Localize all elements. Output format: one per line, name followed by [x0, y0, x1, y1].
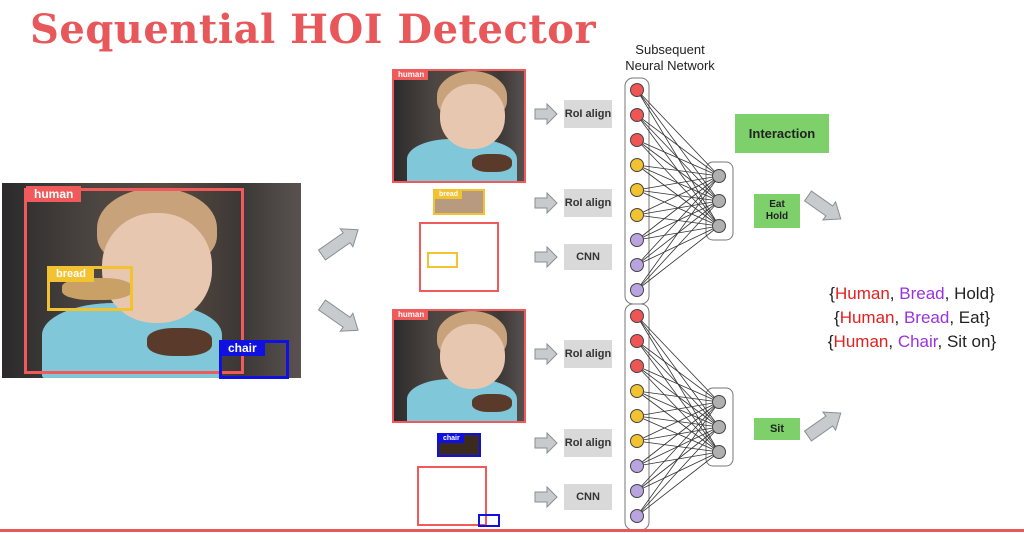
top-spatial-object	[427, 252, 458, 268]
bottom-network-edge	[636, 401, 720, 517]
arrow-bottom-output	[803, 411, 842, 442]
bottom-network-input-node	[630, 484, 644, 498]
top-spatial-map	[419, 222, 499, 292]
arrow-cnn-2	[534, 485, 558, 509]
input-image	[2, 183, 301, 378]
arrow-roi-1	[534, 102, 558, 126]
top-network-output-node	[712, 169, 726, 183]
chair-tag: chair	[220, 340, 265, 356]
arrow-roi-4	[534, 431, 558, 455]
human-tag: human	[26, 186, 82, 202]
bottom-network-input-node	[630, 384, 644, 398]
bottom-cnn: CNN	[564, 484, 612, 510]
result-item: {Human, Bread, Hold}	[829, 284, 995, 303]
bottom-roi-align-2: RoI align	[564, 429, 612, 457]
bottom-spatial-object	[478, 514, 500, 527]
top-network-output-node	[712, 194, 726, 208]
top-human-crop-tag: human	[394, 70, 429, 80]
top-network-input-node	[630, 283, 644, 297]
human-bounding-box	[24, 188, 244, 374]
bottom-network-edge	[636, 451, 720, 517]
bottom-network-edge	[636, 401, 720, 492]
bottom-network-input-node	[630, 509, 644, 523]
bottom-chair-crop-tag: chair	[439, 434, 464, 443]
bottom-human-crop-frame	[392, 309, 526, 423]
bottom-rule	[0, 529, 1024, 532]
top-network-input-node	[630, 183, 644, 197]
top-network-input-node	[630, 108, 644, 122]
top-bread-crop-tag: bread	[435, 190, 463, 199]
top-network-edge	[636, 164, 720, 177]
results-list: {Human, Bread, Hold} {Human, Bread, Eat}…	[800, 282, 1024, 354]
bottom-human-crop	[392, 309, 526, 423]
page-title: Sequential HOI Detector	[30, 6, 597, 53]
bottom-network-input-node	[630, 459, 644, 473]
top-roi-align-1: RoI align	[564, 100, 612, 128]
top-network-edge	[636, 175, 720, 266]
bottom-network-input-node	[630, 309, 644, 323]
bottom-roi-align-1: RoI align	[564, 340, 612, 368]
bottom-network-edge	[636, 426, 720, 517]
bottom-network-input-node	[630, 334, 644, 348]
bottom-network-edge	[636, 401, 720, 417]
bottom-network-input-node	[630, 409, 644, 423]
bottom-network-output-node	[712, 420, 726, 434]
bread-tag: bread	[48, 266, 94, 282]
arrow-top-output	[803, 190, 842, 221]
top-network-output-layer	[705, 161, 734, 241]
arrow-roi-3	[534, 342, 558, 366]
top-network-output-node	[712, 219, 726, 233]
network-label: Subsequent Neural Network	[625, 42, 715, 73]
arrow-to-bottom-branch	[317, 299, 359, 332]
bottom-network-edge	[636, 340, 720, 403]
top-network-input-node	[630, 258, 644, 272]
top-human-crop-frame	[392, 69, 526, 183]
result-item: {Human, Bread, Eat}	[834, 308, 990, 327]
interaction-box: Interaction	[735, 114, 829, 153]
top-network-edge	[636, 175, 720, 216]
bottom-network-edge	[636, 390, 720, 403]
top-roi-align-2: RoI align	[564, 189, 612, 217]
bottom-network-edge	[636, 365, 720, 403]
bottom-network-output-node	[712, 445, 726, 459]
bottom-network-output-node	[712, 395, 726, 409]
bottom-network-input-node	[630, 359, 644, 373]
bottom-network-edge	[636, 401, 720, 467]
top-human-crop	[392, 69, 526, 183]
bottom-network-output-layer	[705, 387, 734, 467]
bottom-network-input-node	[630, 434, 644, 448]
top-cnn: CNN	[564, 244, 612, 270]
top-network-edge	[636, 225, 720, 291]
top-network-edge	[636, 89, 720, 177]
bottom-network-edge	[636, 401, 720, 442]
bottom-spatial-map	[417, 466, 487, 526]
top-network-input-node	[630, 133, 644, 147]
bottom-output-box: Sit	[754, 418, 800, 440]
arrow-cnn-1	[534, 245, 558, 269]
top-network-edge	[636, 200, 720, 291]
top-network-edge	[636, 114, 720, 177]
top-output-box: Eat Hold	[754, 194, 800, 228]
top-network-edge	[636, 139, 720, 177]
top-network-input-node	[630, 158, 644, 172]
top-network-edge	[636, 175, 720, 291]
result-item: {Human, Chair, Sit on}	[827, 332, 997, 351]
arrow-to-top-branch	[317, 228, 359, 261]
top-network-edge	[636, 175, 720, 241]
top-network-input-node	[630, 83, 644, 97]
top-network-input-node	[630, 233, 644, 247]
top-network-edge	[636, 175, 720, 191]
bottom-human-crop-tag: human	[394, 310, 429, 320]
arrow-roi-2	[534, 191, 558, 215]
top-network-input-node	[630, 208, 644, 222]
bottom-network-edge	[636, 315, 720, 403]
